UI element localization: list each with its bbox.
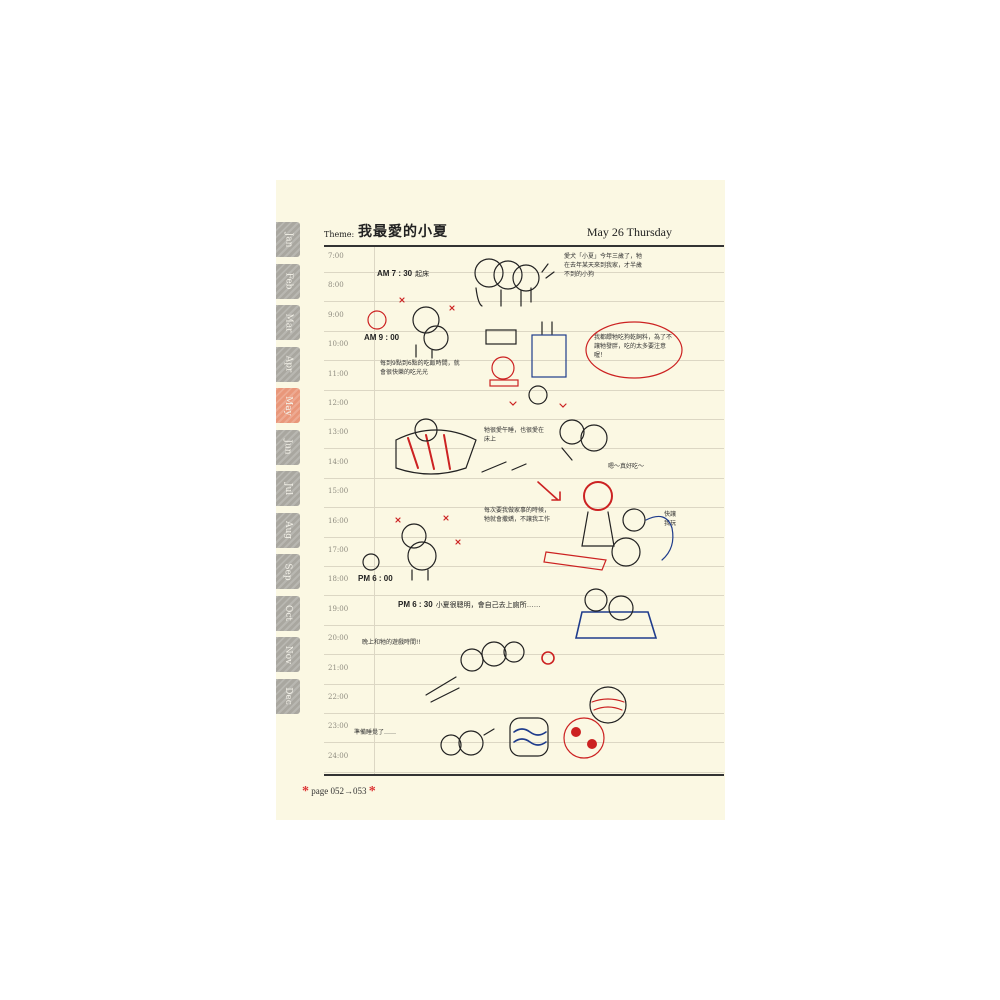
note-nap: 牠很愛午睡，也很愛在床上 [484,427,545,443]
hour-row-line [324,771,724,773]
poodle-sitting-illustration [412,306,449,359]
dog-on-mat-illustration [574,588,658,639]
poodle-sitting-illustration [401,523,437,581]
chewing-dog-illustration [559,419,608,461]
arrow-illustration [537,481,561,501]
annotation-pm600: PM 6 : 00 [358,574,393,583]
month-tab-mar[interactable]: Mar [276,305,300,340]
header-rule [324,245,724,247]
hour-label: 12:00 [328,399,349,407]
ball-icon [541,651,555,665]
hour-row-line [324,536,724,538]
note-sleep: 準備睡覺了…… [354,729,397,736]
note-mealtime: 每到9點到6點的吃飯時間，就會很快樂的吃光光 [380,360,460,376]
hour-label: 7:00 [328,252,344,260]
theme-label: Theme: [324,230,355,239]
cushion-illustration [509,686,627,759]
hour-label: 11:00 [328,369,349,378]
month-tab-jan[interactable]: Jan [276,222,300,257]
hour-row-line [324,301,724,303]
note-yummy: 嗯～真好吃～ [608,463,645,470]
hour-label: 21:00 [328,663,349,672]
hour-row-line [324,330,724,332]
hour-label: 8:00 [328,281,344,290]
hour-row-line [324,360,724,362]
hour-row-line [324,272,724,273]
note-food: 我都餵牠吃狗乾飼料，為了不讓牠發胖，吃的太多要注意喔！ [594,334,673,359]
jumping-dog-illustration [425,641,525,703]
note-intro: 愛犬「小夏」今年三歲了，牠在去年某天來到我家，才半歲不到的小狗 [564,253,643,278]
page-footer: * page 052→053 * [302,784,376,800]
hour-row-line [324,713,724,714]
page-header: Theme: 我最愛的小夏 May 26 Thursday [324,218,724,244]
speech-bubble-illustration [585,321,683,379]
hour-row-line [324,477,724,479]
page-date: May 26 Thursday [586,225,672,239]
month-tab-jun[interactable]: Jun [276,429,300,465]
hour-row-line [324,507,724,509]
month-tab-may[interactable]: May [276,388,300,423]
hour-row-line [324,624,724,626]
footer-rule [324,774,724,776]
hour-label: 19:00 [328,604,349,613]
hour-row-line [324,389,724,391]
bone-illustration [481,461,527,473]
star-icon: * [302,784,309,799]
hour-row-line [324,595,724,597]
note-housework: 每次要我做家事的時候，牠就會撒嬌，不讓我工作 [484,507,551,523]
food-bag-illustration [531,321,567,378]
dog-bed-illustration [395,418,477,475]
poodle-standing-illustration [474,258,555,307]
hour-label: 24:00 [328,751,349,760]
hour-row-line [324,566,724,567]
time-column-divider [374,247,375,774]
doodle-illustrations [362,258,683,759]
hour-row-line [324,742,724,744]
hour-label: 9:00 [328,310,344,319]
month-tab-oct[interactable]: Oct [276,595,300,631]
clock-icon [362,553,380,571]
hour-label: 23:00 [328,722,349,731]
month-tab-sep[interactable]: Sep [276,554,300,589]
month-tab-jul[interactable]: Jul [276,471,300,506]
hour-label: 16:00 [328,516,349,525]
heart-icon [509,401,567,408]
hour-label: 22:00 [328,693,349,701]
month-tab-feb[interactable]: Feb [276,263,300,299]
hour-label: 20:00 [328,634,349,643]
hour-label: 18:00 [328,575,349,584]
food-scale-illustration [485,329,519,387]
star-icon: * [368,784,376,799]
hour-row-line [324,448,724,450]
hour-label: 13:00 [328,428,349,437]
hour-label: 17:00 [328,546,349,554]
month-tab-apr[interactable]: Apr [276,346,300,382]
hour-row-line [324,419,724,420]
sleeping-dog-illustration [440,728,495,756]
month-tab-nov[interactable]: Nov [276,637,300,672]
hour-row-line [324,683,724,685]
page-range: page 052→053 [311,786,367,797]
month-tab-aug[interactable]: Aug [276,512,300,548]
sparkle-icon [395,297,461,545]
annotation-am900: AM 9 : 00 [364,333,400,342]
month-tab-dec[interactable]: Dec [276,678,300,714]
dog-head-illustration [528,385,548,405]
girl-and-dog-illustration [543,481,674,571]
hour-label: 14:00 [328,457,349,466]
hour-label: 15:00 [328,487,349,496]
theme-title: 我最愛的小夏 [358,224,448,240]
note-play: 晚上和牠的遊戲時間!! [362,639,421,646]
clock-icon [367,310,387,330]
hour-label: 10:00 [328,340,349,349]
